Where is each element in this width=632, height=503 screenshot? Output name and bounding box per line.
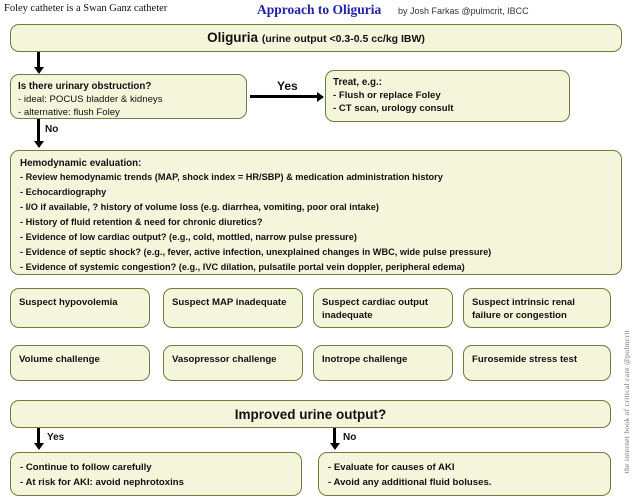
list-item: - Evidence of systemic congestion? (e.g.… (20, 262, 465, 272)
node-outcome-not-improved-lines: - Evaluate for causes of AKI - Avoid any… (328, 460, 601, 490)
node-inotrope-challenge-label: Inotrope challenge (322, 354, 408, 365)
list-item: - Continue to follow carefully (20, 462, 152, 473)
node-urinary-obstruction-title: Is there urinary obstruction? (18, 81, 152, 92)
node-oliguria-subtitle: (urine output <0.3-0.5 cc/kg IBW) (261, 32, 425, 45)
arrow-improved-no (333, 428, 336, 445)
node-suspect-intrinsic-renal-failure: Suspect intrinsic renal failure or conge… (463, 288, 611, 328)
node-suspect-map-inadequate-label: Suspect MAP inadequate (172, 297, 287, 308)
list-item: - At risk for AKI: avoid nephrotoxins (20, 477, 184, 488)
label-no-improved: No (343, 432, 357, 443)
node-urinary-obstruction: Is there urinary obstruction? - ideal: P… (10, 74, 247, 119)
arrow-improved-yes (37, 428, 40, 445)
list-item: - alternative: flush Foley (18, 107, 120, 118)
label-yes-obstruction: Yes (277, 79, 298, 93)
node-suspect-map-inadequate: Suspect MAP inadequate (163, 288, 303, 328)
list-item: - Evidence of septic shock? (e.g., fever… (20, 247, 492, 257)
page-title: Approach to Oliguria (257, 2, 382, 17)
page-header: Foley catheter is a Swan Ganz catheter A… (0, 2, 632, 20)
arrowhead-improved-yes (33, 443, 44, 450)
node-outcome-not-improved: - Evaluate for causes of AKI - Avoid any… (318, 452, 611, 496)
node-furosemide-stress-test-label: Furosemide stress test (472, 354, 578, 365)
node-hemodynamic-lines: - Review hemodynamic trends (MAP, shock … (20, 170, 612, 275)
arrowhead-obstruction-to-hemodynamic (33, 141, 44, 148)
node-treat-lines: - Flush or replace Foley - CT scan, urol… (333, 89, 562, 115)
arrowhead-improved-no (329, 443, 340, 450)
list-item: - Flush or replace Foley (333, 90, 441, 101)
node-outcome-improved: - Continue to follow carefully - At risk… (10, 452, 302, 496)
list-item: - Review hemodynamic trends (MAP, shock … (20, 172, 443, 182)
node-inotrope-challenge: Inotrope challenge (313, 345, 453, 381)
node-urinary-obstruction-lines: - ideal: POCUS bladder & kidneys - alter… (18, 93, 239, 119)
list-item: - ideal: POCUS bladder & kidneys (18, 94, 163, 105)
node-suspect-intrinsic-renal-failure-label: Suspect intrinsic renal failure or conge… (472, 297, 575, 321)
list-item: - I/O if available, ? history of volume … (20, 202, 379, 212)
node-suspect-cardiac-output-label: Suspect cardiac output inadequate (322, 297, 429, 321)
list-item: - Evidence of low cardiac output? (e.g.,… (20, 232, 357, 242)
node-volume-challenge-label: Volume challenge (19, 354, 100, 365)
list-item: - Echocardiography (20, 187, 107, 197)
list-item: - CT scan, urology consult (333, 103, 454, 114)
node-treat: Treat, e.g.: - Flush or replace Foley - … (325, 70, 570, 122)
node-hemodynamic-evaluation: Hemodynamic evaluation: - Review hemodyn… (10, 150, 622, 275)
watermark-text: the internet book of critical care @pulm… (622, 330, 631, 474)
arrowhead-obstruction-to-treat (317, 91, 324, 102)
arrowhead-oliguria-to-obstruction (33, 67, 44, 74)
node-furosemide-stress-test: Furosemide stress test (463, 345, 611, 381)
node-vasopressor-challenge-label: Vasopressor challenge (172, 354, 277, 365)
node-suspect-hypovolemia: Suspect hypovolemia (10, 288, 150, 328)
header-byline: by Josh Farkas @pulmcrit, IBCC (398, 6, 529, 16)
arrow-obstruction-to-hemodynamic (37, 119, 40, 143)
node-oliguria: Oliguria (urine output <0.3-0.5 cc/kg IB… (10, 24, 622, 52)
list-item: - Evaluate for causes of AKI (328, 462, 455, 473)
arrow-obstruction-to-treat (250, 95, 319, 98)
node-oliguria-text: Oliguria (urine output <0.3-0.5 cc/kg IB… (207, 29, 425, 46)
label-no-obstruction: No (45, 124, 59, 135)
list-item: - Avoid any additional fluid boluses. (328, 477, 492, 488)
header-left-note: Foley catheter is a Swan Ganz catheter (4, 3, 168, 14)
node-suspect-cardiac-output-inadequate: Suspect cardiac output inadequate (313, 288, 453, 328)
node-outcome-improved-lines: - Continue to follow carefully - At risk… (20, 460, 292, 490)
node-hemodynamic-title: Hemodynamic evaluation: (20, 158, 142, 169)
list-item: - History of fluid retention & need for … (20, 217, 263, 227)
node-oliguria-title: Oliguria (207, 29, 259, 45)
node-treat-title: Treat, e.g.: (333, 77, 382, 88)
arrow-oliguria-to-obstruction (37, 52, 40, 69)
node-improved-urine-output-title: Improved urine output? (234, 406, 387, 422)
node-vasopressor-challenge: Vasopressor challenge (163, 345, 303, 381)
label-yes-improved: Yes (47, 432, 65, 443)
node-improved-urine-output: Improved urine output? (10, 400, 611, 428)
node-volume-challenge: Volume challenge (10, 345, 150, 381)
node-suspect-hypovolemia-label: Suspect hypovolemia (19, 297, 118, 308)
